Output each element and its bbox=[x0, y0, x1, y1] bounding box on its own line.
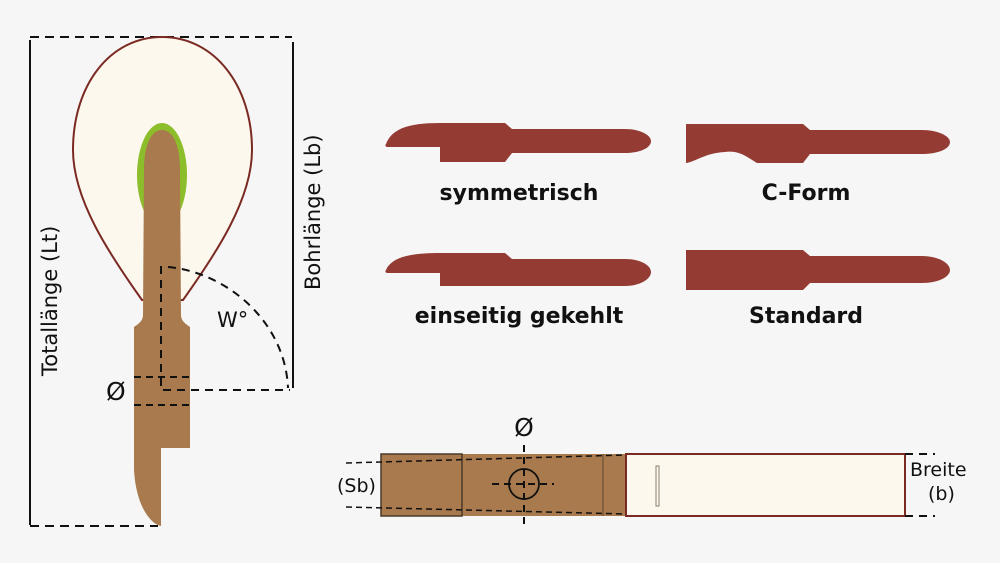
bore-length-label: Bohrlänge (Lb) bbox=[301, 134, 325, 290]
shape-symmetrisch-icon bbox=[385, 123, 651, 162]
shape-einseitig-gekehlt: einseitig gekehlt bbox=[385, 253, 651, 329]
top-blade bbox=[625, 453, 906, 517]
top-diameter-symbol: Ø bbox=[514, 413, 534, 442]
sb-line-top bbox=[345, 454, 626, 464]
side-view: W° Ø Totallänge (Lt) Bohrlänge (Lb) bbox=[29, 35, 325, 527]
shape-label: einseitig gekehlt bbox=[415, 304, 624, 329]
top-shaft-end bbox=[380, 453, 463, 517]
width-label-line1: Breite bbox=[910, 459, 967, 481]
blade-slot bbox=[655, 465, 660, 507]
shape-label: C-Form bbox=[762, 181, 851, 206]
angle-legs bbox=[160, 266, 290, 391]
shape-symmetrisch: symmetrisch bbox=[385, 123, 651, 206]
total-length-label: Totallänge (Lt) bbox=[38, 226, 62, 377]
shape-label: symmetrisch bbox=[440, 181, 599, 206]
shape-einseitig-gekehlt-icon bbox=[385, 253, 651, 286]
shape-standard: Standard bbox=[686, 250, 950, 329]
shape-c-form-icon bbox=[686, 124, 950, 163]
diameter-symbol: Ø bbox=[106, 377, 126, 406]
sb-line-bottom bbox=[345, 506, 626, 515]
shape-c-form: C-Form bbox=[686, 124, 950, 206]
shaft-width-label: (Sb) bbox=[337, 475, 376, 497]
top-view: Ø (Sb) Breite (b) bbox=[337, 413, 967, 525]
angle-label: W° bbox=[217, 308, 248, 332]
shape-label: Standard bbox=[749, 304, 863, 329]
top-shaft bbox=[381, 454, 625, 516]
hole-circle bbox=[508, 468, 540, 500]
shape-standard-icon bbox=[686, 250, 950, 290]
angle-arc bbox=[167, 266, 289, 389]
width-label-line2: (b) bbox=[928, 483, 955, 505]
